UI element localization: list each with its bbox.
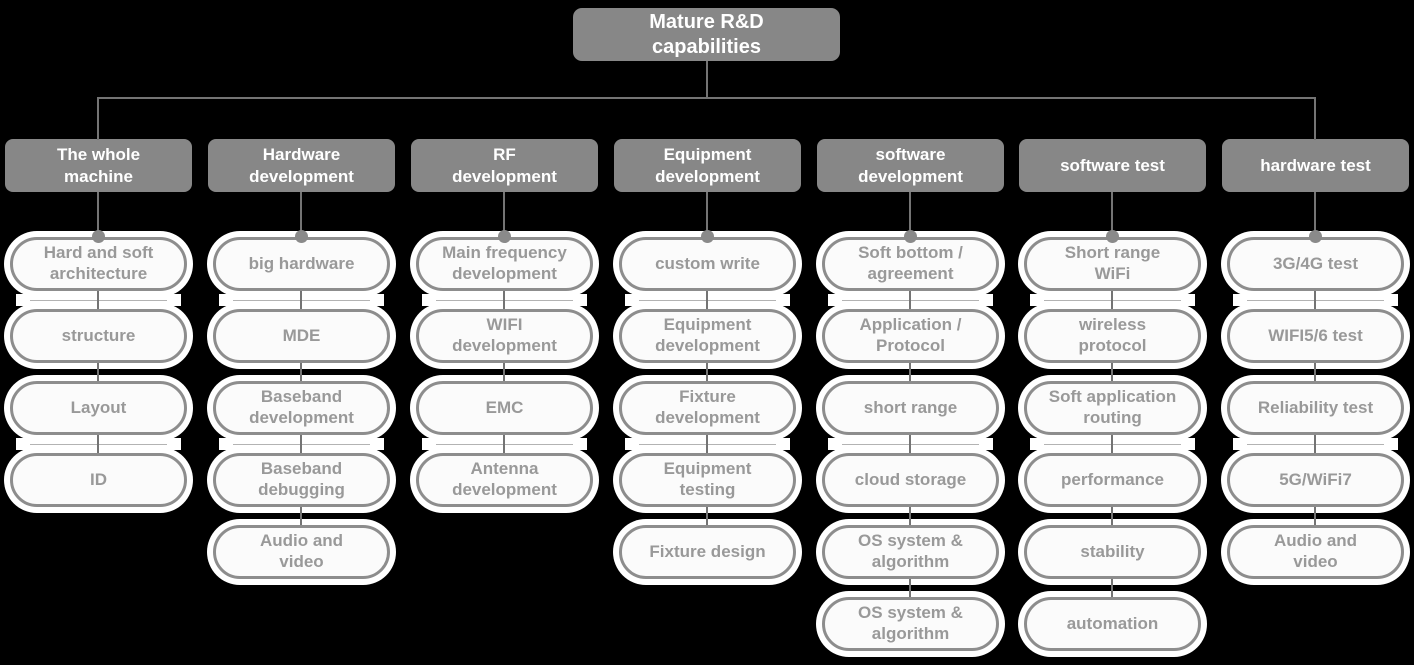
pill-node: custom write xyxy=(619,237,796,291)
pill-node: Main frequency development xyxy=(416,237,593,291)
pill-connector-line xyxy=(1314,363,1316,381)
header-connector-line xyxy=(1314,192,1316,237)
pill-connector-line xyxy=(1314,435,1316,453)
column-header-equipment-development: Equipment development xyxy=(614,139,801,192)
pill-connector-line xyxy=(1111,507,1113,525)
pill-node: WIFI development xyxy=(416,309,593,363)
pill-node: Equipment development xyxy=(619,309,796,363)
pill-node: Antenna development xyxy=(416,453,593,507)
root-connector-line xyxy=(706,61,708,98)
pill-node: automation xyxy=(1024,597,1201,651)
pill-node: OS system & algorithm xyxy=(822,597,999,651)
pill-connector-line xyxy=(909,363,911,381)
pill-node: Baseband development xyxy=(213,381,390,435)
pill-connector-line xyxy=(503,363,505,381)
pill-node: Soft application routing xyxy=(1024,381,1201,435)
pill-connector-line xyxy=(909,291,911,309)
pill-node: big hardware xyxy=(213,237,390,291)
pill-connector-line xyxy=(1314,291,1316,309)
column-header-software-test: software test xyxy=(1019,139,1206,192)
connector-dot xyxy=(498,230,511,243)
header-connector-line xyxy=(503,192,505,237)
root-node: Mature R&D capabilities xyxy=(573,8,840,61)
pill-node: Layout xyxy=(10,381,187,435)
pill-connector-line xyxy=(909,579,911,597)
pill-node: Application / Protocol xyxy=(822,309,999,363)
pill-node: Short range WiFi xyxy=(1024,237,1201,291)
pill-node: Baseband debugging xyxy=(213,453,390,507)
connector-dot xyxy=(295,230,308,243)
header-connector-line xyxy=(909,192,911,237)
pill-connector-line xyxy=(1111,363,1113,381)
pill-node: 3G/4G test xyxy=(1227,237,1404,291)
pill-connector-line xyxy=(503,435,505,453)
header-connector-line xyxy=(300,192,302,237)
pill-connector-line xyxy=(1111,291,1113,309)
pill-connector-line xyxy=(706,507,708,525)
pill-connector-line xyxy=(1314,507,1316,525)
pill-node: Audio and video xyxy=(1227,525,1404,579)
column-header-whole-machine: The whole machine xyxy=(5,139,192,192)
pill-node: Hard and soft architecture xyxy=(10,237,187,291)
pill-node: Equipment testing xyxy=(619,453,796,507)
tree-horizontal-line xyxy=(97,97,1316,99)
connector-dot xyxy=(1309,230,1322,243)
pill-node: MDE xyxy=(213,309,390,363)
header-connector-line xyxy=(706,192,708,237)
connector-dot xyxy=(1106,230,1119,243)
pill-connector-line xyxy=(300,435,302,453)
pill-connector-line xyxy=(503,291,505,309)
pill-node: OS system & algorithm xyxy=(822,525,999,579)
pill-node: Fixture design xyxy=(619,525,796,579)
pill-node: short range xyxy=(822,381,999,435)
pill-connector-line xyxy=(97,363,99,381)
pill-node: ID xyxy=(10,453,187,507)
connector-dot xyxy=(92,230,105,243)
pill-node: wireless protocol xyxy=(1024,309,1201,363)
pill-node: Reliability test xyxy=(1227,381,1404,435)
pill-connector-line xyxy=(300,363,302,381)
pill-connector-line xyxy=(706,291,708,309)
pill-connector-line xyxy=(1111,579,1113,597)
pill-node: cloud storage xyxy=(822,453,999,507)
column-header-software-development: software development xyxy=(817,139,1004,192)
pill-node: structure xyxy=(10,309,187,363)
header-connector-line xyxy=(97,192,99,237)
pill-connector-line xyxy=(97,435,99,453)
pill-node: performance xyxy=(1024,453,1201,507)
pill-connector-line xyxy=(706,435,708,453)
pill-node: EMC xyxy=(416,381,593,435)
pill-node: Fixture development xyxy=(619,381,796,435)
column-header-rf-development: RF development xyxy=(411,139,598,192)
pill-node: 5G/WiFi7 xyxy=(1227,453,1404,507)
pill-node: stability xyxy=(1024,525,1201,579)
column-header-hardware-development: Hardware development xyxy=(208,139,395,192)
pill-connector-line xyxy=(909,435,911,453)
pill-connector-line xyxy=(1111,435,1113,453)
connector-dot xyxy=(701,230,714,243)
tree-drop-line-right xyxy=(1314,97,1316,140)
connector-dot xyxy=(904,230,917,243)
pill-connector-line xyxy=(300,291,302,309)
pill-connector-line xyxy=(300,507,302,525)
tree-drop-line-left xyxy=(97,97,99,140)
pill-connector-line xyxy=(97,291,99,309)
pill-node: Audio and video xyxy=(213,525,390,579)
pill-node: Soft bottom / agreement xyxy=(822,237,999,291)
column-header-hardware-test: hardware test xyxy=(1222,139,1409,192)
header-connector-line xyxy=(1111,192,1113,237)
pill-connector-line xyxy=(909,507,911,525)
pill-node: WIFI5/6 test xyxy=(1227,309,1404,363)
pill-connector-line xyxy=(706,363,708,381)
